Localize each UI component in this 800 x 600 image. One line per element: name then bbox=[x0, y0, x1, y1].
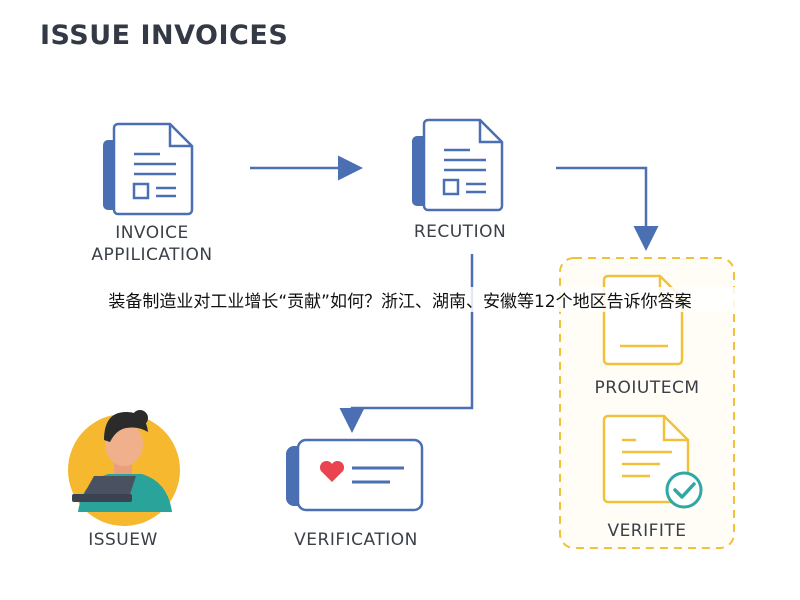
label-proiutecm: PROIUTECM bbox=[594, 378, 700, 398]
label-invoice-application: INVOICE APPILICATION bbox=[72, 222, 232, 266]
label-issuew: ISSUEW bbox=[88, 530, 158, 550]
person-laptop-icon bbox=[68, 410, 180, 526]
label-verification: VERIFICATION bbox=[294, 530, 418, 550]
label-invoice-line1: INVOICE bbox=[115, 223, 189, 243]
invoice-document-icon bbox=[103, 122, 194, 216]
label-verifite: VERIFITE bbox=[607, 521, 687, 541]
label-invoice-line2: APPILICATION bbox=[91, 245, 213, 265]
label-recution: RECUTION bbox=[413, 222, 507, 242]
page-title: ISSUE INVOICES bbox=[40, 20, 289, 51]
headline-overlay: 装备制造业对工业增长“贡献”如何？浙江、湖南、安徽等12个地区告诉你答案 bbox=[0, 287, 800, 312]
recution-document-icon bbox=[412, 118, 504, 212]
arrow-recution-to-verification bbox=[339, 254, 474, 433]
verification-card-icon bbox=[286, 438, 424, 512]
arrow-recution-to-proiutecm bbox=[556, 166, 659, 251]
verifite-document-check-icon bbox=[602, 414, 703, 509]
